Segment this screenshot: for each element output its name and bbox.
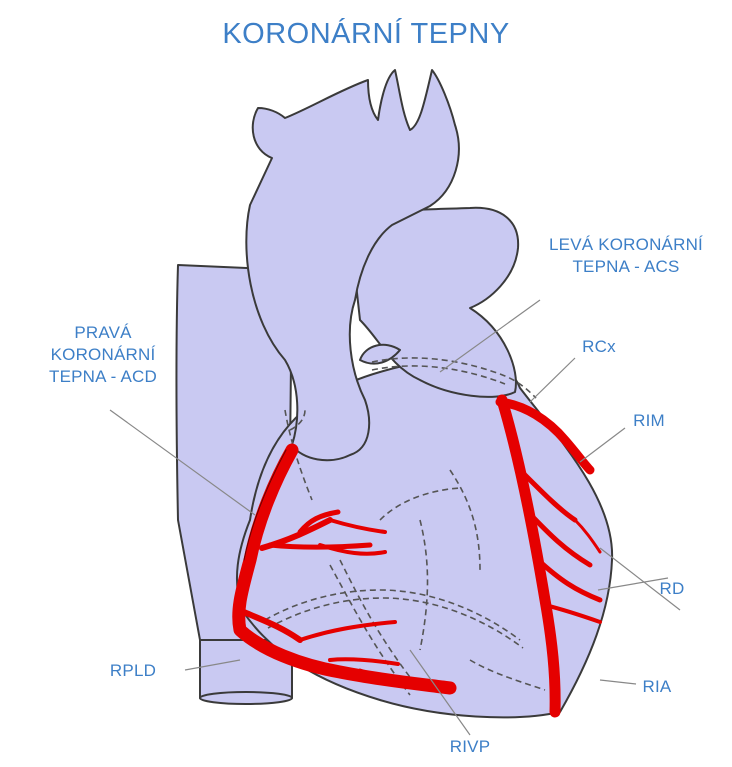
label-rca-line3: TEPNA - ACD bbox=[18, 366, 188, 388]
label-lca: LEVÁ KORONÁRNÍ TEPNA - ACS bbox=[536, 234, 716, 278]
label-rca: PRAVÁ KORONÁRNÍ TEPNA - ACD bbox=[18, 322, 188, 388]
label-rpld: RPLD bbox=[98, 660, 168, 682]
label-rca-line2: KORONÁRNÍ bbox=[18, 344, 188, 366]
label-rca-line1: PRAVÁ bbox=[18, 322, 188, 344]
diagram-title: KORONÁRNÍ TEPNY bbox=[0, 18, 732, 51]
label-rivp: RIVP bbox=[438, 736, 502, 758]
label-ria: RIA bbox=[632, 676, 682, 698]
label-rcx: RCx bbox=[574, 336, 624, 358]
label-rim: RIM bbox=[624, 410, 674, 432]
label-lca-line1: LEVÁ KORONÁRNÍ bbox=[536, 234, 716, 256]
label-lca-line2: TEPNA - ACS bbox=[536, 256, 716, 278]
ivc-opening bbox=[200, 692, 292, 704]
label-rd: RD bbox=[652, 578, 692, 600]
